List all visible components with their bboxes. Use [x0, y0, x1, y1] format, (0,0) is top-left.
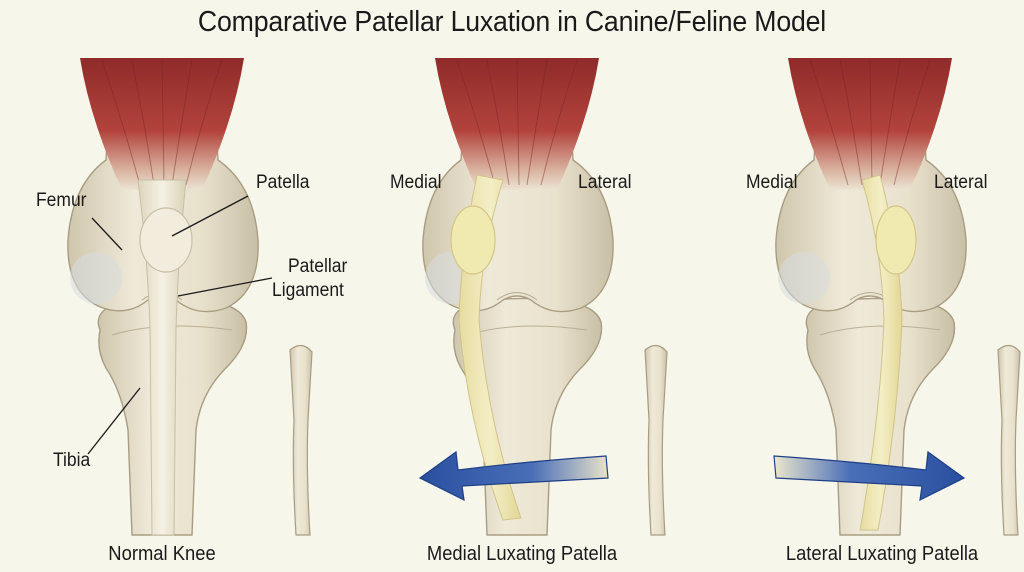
label-patella: Patella	[256, 172, 310, 193]
label-medial-panel2: Medial	[390, 172, 442, 193]
medial-arrow	[418, 450, 609, 502]
patella-shape	[450, 205, 496, 275]
label-tibia: Tibia	[53, 450, 91, 471]
patella-shape	[875, 205, 917, 275]
patella-shape	[139, 207, 193, 273]
normal-knee-illustration	[67, 57, 313, 536]
diagram-title: Comparative Patellar Luxation in Canine/…	[197, 6, 827, 38]
label-patellar-line1: Patellar	[288, 256, 348, 277]
lateral-arrow	[773, 450, 966, 502]
caption-medial-luxating: Medial Luxating Patella	[426, 543, 618, 565]
label-lateral-panel2: Lateral	[578, 172, 632, 193]
caption-lateral-luxating: Lateral Luxating Patella	[785, 543, 979, 565]
leader-lines	[87, 195, 273, 455]
lateral-luxation-illustration	[775, 57, 1021, 536]
caption-normal-knee: Normal Knee	[108, 543, 216, 565]
label-ligament-line2: Ligament	[272, 280, 344, 301]
label-femur: Femur	[36, 190, 87, 211]
label-lateral-panel3: Lateral	[934, 172, 988, 193]
medial-luxation-illustration	[422, 57, 668, 536]
label-medial-panel3: Medial	[746, 172, 798, 193]
